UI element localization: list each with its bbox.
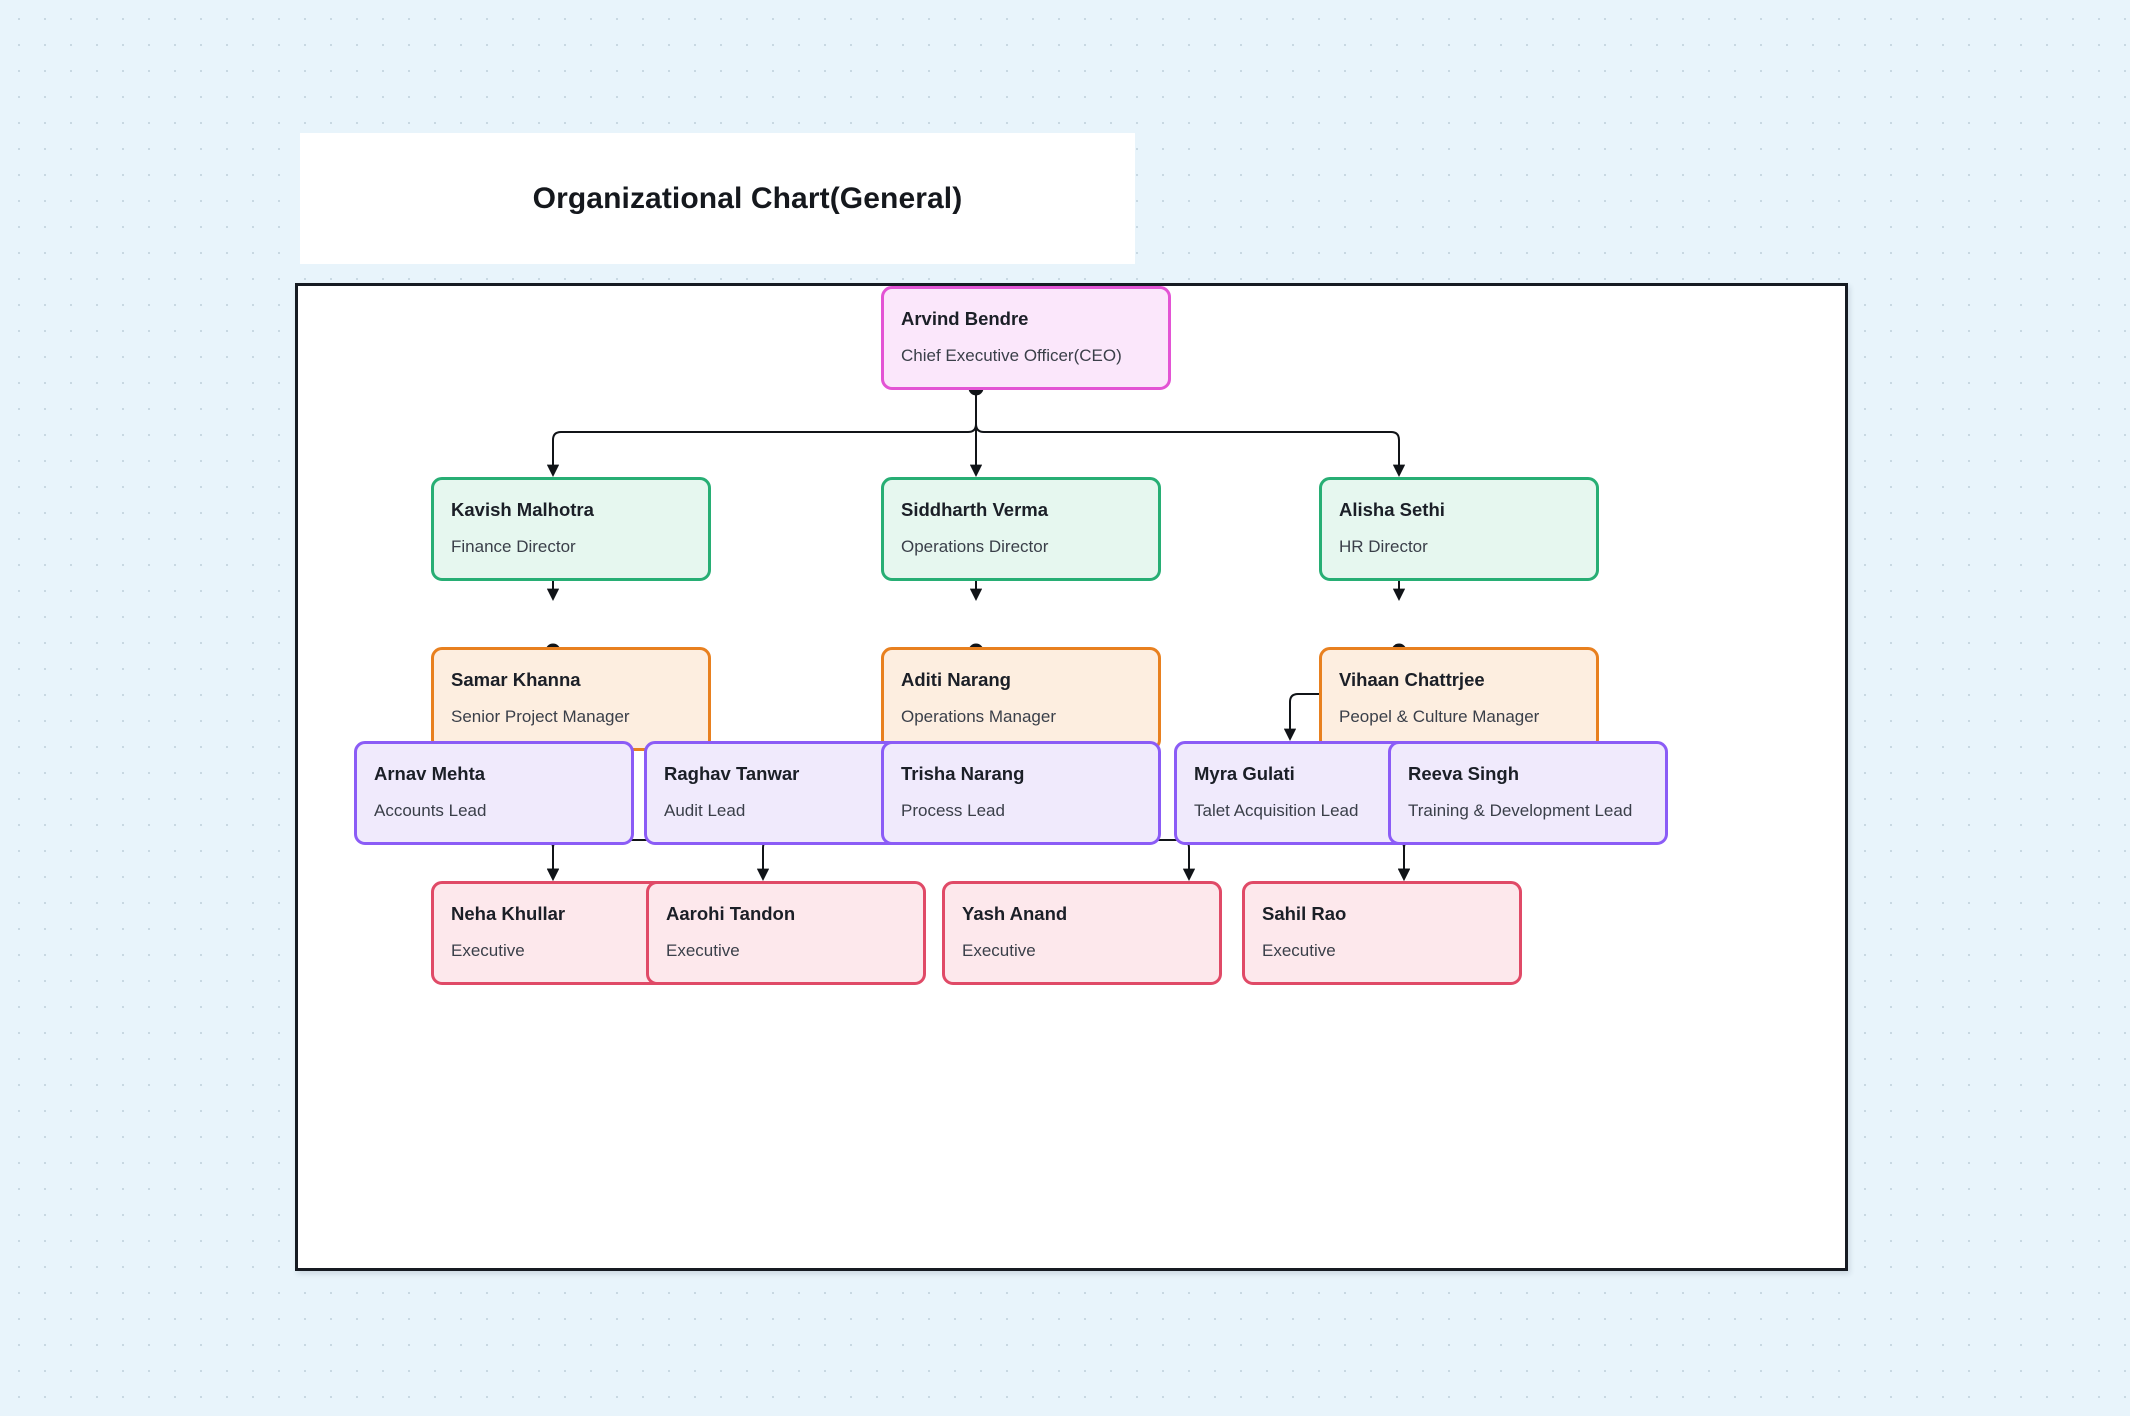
org-node-people-culture-manager[interactable]: Vihaan Chattrjee Peopel & Culture Manage… — [1319, 647, 1599, 751]
org-node-name: Aditi Narang — [901, 669, 1011, 690]
org-node-accounts-lead[interactable]: Arnav Mehta Accounts Lead — [354, 741, 634, 845]
org-node-role: Executive — [962, 941, 1036, 961]
org-node-role: Finance Director — [451, 537, 576, 557]
org-node-role: Executive — [1262, 941, 1336, 961]
org-node-training-development-lead[interactable]: Reeva Singh Training & Development Lead — [1388, 741, 1668, 845]
org-node-hr-director[interactable]: Alisha Sethi HR Director — [1319, 477, 1599, 581]
org-node-name: Alisha Sethi — [1339, 499, 1445, 520]
org-node-role: Executive — [666, 941, 740, 961]
chart-title-card: Organizational Chart(General) — [300, 133, 1135, 264]
org-node-ceo[interactable]: Arvind Bendre Chief Executive Officer(CE… — [881, 286, 1171, 390]
org-node-role: Operations Director — [901, 537, 1049, 557]
org-node-role: Chief Executive Officer(CEO) — [901, 346, 1122, 366]
org-node-name: Trisha Narang — [901, 763, 1025, 784]
org-node-name: Siddharth Verma — [901, 499, 1049, 520]
org-node-role: Talet Acquisition Lead — [1194, 801, 1359, 821]
org-node-executive-yash[interactable]: Yash Anand Executive — [942, 881, 1222, 985]
page-title: Organizational Chart(General) — [532, 181, 963, 215]
org-node-name: Raghav Tanwar — [664, 763, 800, 784]
org-node-name: Myra Gulati — [1194, 763, 1295, 784]
org-node-role: Senior Project Manager — [451, 707, 630, 727]
org-node-role: Process Lead — [901, 801, 1005, 821]
org-node-role: Operations Manager — [901, 707, 1056, 727]
org-node-executive-sahil[interactable]: Sahil Rao Executive — [1242, 881, 1522, 985]
org-node-name: Arnav Mehta — [374, 763, 486, 784]
org-node-role: Audit Lead — [664, 801, 746, 821]
org-node-name: Reeva Singh — [1408, 763, 1520, 784]
org-node-name: Vihaan Chattrjee — [1339, 669, 1485, 690]
org-node-role: Peopel & Culture Manager — [1339, 707, 1540, 727]
org-node-name: Arvind Bendre — [901, 308, 1029, 329]
org-chart-canvas: Arvind Bendre Chief Executive Officer(CE… — [295, 283, 1848, 1271]
org-node-process-lead[interactable]: Trisha Narang Process Lead — [881, 741, 1161, 845]
org-node-role: Executive — [451, 941, 525, 961]
org-node-senior-project-manager[interactable]: Samar Khanna Senior Project Manager — [431, 647, 711, 751]
org-node-role: HR Director — [1339, 537, 1428, 557]
org-node-name: Samar Khanna — [451, 669, 581, 690]
org-node-name: Sahil Rao — [1262, 903, 1347, 924]
org-node-finance-director[interactable]: Kavish Malhotra Finance Director — [431, 477, 711, 581]
org-node-operations-manager[interactable]: Aditi Narang Operations Manager — [881, 647, 1161, 751]
org-node-operations-director[interactable]: Siddharth Verma Operations Director — [881, 477, 1161, 581]
org-node-role: Accounts Lead — [374, 801, 487, 821]
org-node-name: Kavish Malhotra — [451, 499, 594, 520]
org-node-executive-aarohi[interactable]: Aarohi Tandon Executive — [646, 881, 926, 985]
org-node-name: Aarohi Tandon — [666, 903, 796, 924]
org-node-role: Training & Development Lead — [1408, 801, 1633, 821]
org-node-audit-lead[interactable]: Raghav Tanwar Audit Lead — [644, 741, 924, 845]
org-node-name: Neha Khullar — [451, 903, 566, 924]
org-node-name: Yash Anand — [962, 903, 1068, 924]
